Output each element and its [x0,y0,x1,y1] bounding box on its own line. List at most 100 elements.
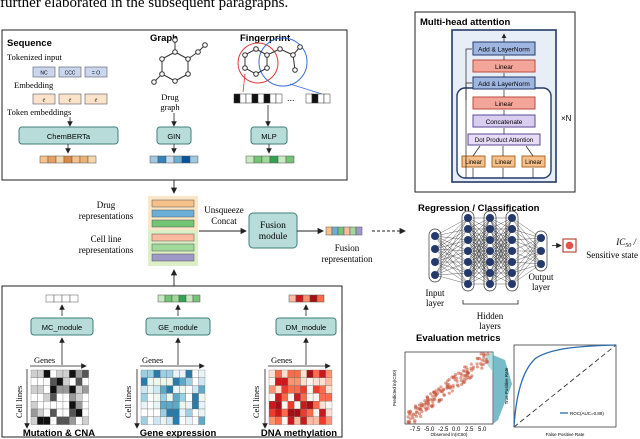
embedding-label: Embedding [14,80,54,90]
heatmap-cell [179,408,186,417]
nn-layer-outline [534,230,548,272]
expression-caption: Gene expression [140,428,217,439]
heatmap-cell [82,393,89,402]
nn-edge [434,248,469,274]
scatter-point [432,397,436,401]
heatmap-cell [172,385,180,394]
nn-edge [489,217,513,263]
heatmap-cell [275,416,282,425]
heatmap-cell [147,416,154,425]
heatmap-cell [300,377,307,386]
heatmap-cell [82,369,89,378]
scatter-point [419,404,423,408]
linear-q-label: Linear [465,160,482,166]
fusion-module-box [248,212,298,249]
nn-edge [434,239,469,263]
scatter-tick-2: -2.5 [438,427,449,433]
scatter-point [477,356,482,361]
nn-edge [434,239,469,276]
scatter-point [411,416,415,420]
heatmap-cell [312,408,320,417]
nn-edge [511,237,542,241]
heatmap-cell [179,401,186,410]
heatmap-cell [172,369,180,378]
heatmap-cell [198,393,206,402]
scatter-point [417,412,422,416]
heatmap-cell [275,369,282,378]
graph-title: Graph [150,33,178,44]
dm-module-label: DM_module [286,323,326,332]
heatmap-cell [325,408,333,417]
heatmap-cell [198,377,206,386]
heatmap-cell [37,377,44,386]
heatmap-cell [37,416,44,425]
nn-edge [489,261,513,285]
neural-network [428,210,548,292]
heatmap-cell [185,401,193,410]
heatmap-cell [287,416,295,425]
scatter-point [462,374,466,378]
scatter-point [426,398,430,402]
heatmap-cell [281,401,289,410]
methylation-genes-label: Genes [271,355,292,365]
heatmap-cell [43,393,51,402]
heatmap-cell [160,393,167,402]
heatmap-cell [56,377,64,386]
heatmap-cell [172,416,180,425]
heatmap-cell [37,369,44,378]
fingerprint-output-vector [245,155,295,164]
nn-neuron [486,236,494,244]
fingerprint-title: Fingerprint [240,33,291,44]
nn-neuron [486,269,494,277]
heatmap-cell [312,377,320,386]
nn-edge [511,217,542,265]
heatmap-cell [287,393,295,402]
nn-edge [489,217,513,230]
scatter-point [423,406,427,410]
nn-neuron [464,225,472,233]
scatter-point [423,402,427,406]
heatmap-cell [56,393,64,402]
nn-edge [434,248,469,263]
heatmap-cell [312,401,320,410]
heatmap-cell [75,416,83,425]
heatmap-cell [198,416,206,425]
heatmap-cell [281,416,289,425]
heatmap-cell [166,369,174,378]
nn-edge [511,261,542,265]
heatmap-cell [62,408,70,417]
mlp-label: MLP [261,132,276,141]
expression-cell-lines-label: Cell lines [123,386,133,418]
heatmap-cell [69,385,76,394]
heatmap-cell [268,416,276,425]
heatmap-cell [140,385,148,394]
scatter-point [432,390,436,394]
roc-ylabel: True Positive Rate [504,367,509,404]
heatmap-cell [30,401,38,410]
nn-neuron [508,269,516,277]
heatmap-cell [325,401,333,410]
scatter-point [420,410,424,414]
attention-panel [414,11,576,193]
scatter-point [456,371,460,375]
fingerprint-ellipsis: ... [287,93,295,103]
heatmap-cell [179,369,186,378]
nn-edge [489,217,513,241]
add-layernorm-top-label: Add & LayerNorm [478,47,530,54]
heatmap-cell [179,393,186,402]
heatmap-cell [294,369,301,378]
dm-module-box [275,317,337,336]
attention-arrows [465,33,534,178]
heatmap-cell [37,408,44,417]
scatter-point [446,379,450,383]
heatmap-cell [166,393,174,402]
heatmap-cell [268,385,276,394]
heatmap-cell [56,401,64,410]
ge-module-box [145,317,211,336]
heatmap-cell [153,377,161,386]
nn-edge [467,228,491,285]
linear-k-label: Linear [495,160,512,166]
nn-edge [434,235,469,274]
heatmap-cell [30,408,38,417]
